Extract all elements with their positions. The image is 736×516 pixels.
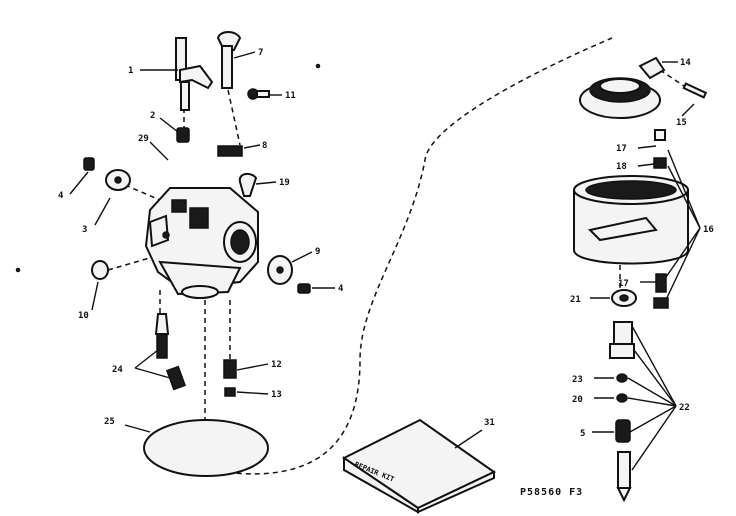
choke-lever-19-part xyxy=(238,172,258,197)
float-pin-15-part xyxy=(682,82,708,99)
callout-8: 8 xyxy=(262,141,267,151)
callout-12: 12 xyxy=(271,360,282,370)
screw-4-right-part xyxy=(297,283,311,294)
washer-23-part xyxy=(616,373,628,383)
stray-dot xyxy=(315,63,321,69)
callout-18: 18 xyxy=(616,162,627,172)
callout-4-right: 4 xyxy=(338,284,344,294)
gasket-9-part xyxy=(267,255,293,285)
callout-31: 31 xyxy=(484,418,495,428)
callout-16: 16 xyxy=(703,225,714,235)
callout-20: 20 xyxy=(572,395,583,405)
callout-9: 9 xyxy=(315,247,320,257)
figure-code: P58560 F3 xyxy=(520,487,583,498)
callout-5: 5 xyxy=(580,429,585,439)
spring-2-part xyxy=(176,127,190,143)
washer-3-part xyxy=(105,169,131,191)
callout-21: 21 xyxy=(570,295,581,305)
callout-17-top: 17 xyxy=(616,144,627,154)
clip-8-part xyxy=(217,145,243,157)
washer-21-part xyxy=(611,289,637,307)
assembly-boundary-dashed-line xyxy=(209,37,613,475)
callout-24: 24 xyxy=(112,365,123,375)
spring-5-part xyxy=(615,419,631,443)
float-14-part xyxy=(579,56,666,119)
callout-23: 23 xyxy=(572,375,583,385)
seat-12-part xyxy=(223,359,237,379)
choke-shaft-dashed-line xyxy=(227,89,241,146)
needle-valve-24-part xyxy=(154,313,187,391)
callout-19: 19 xyxy=(279,178,290,188)
nut-18-part xyxy=(653,157,667,169)
float-bowl-part xyxy=(573,175,689,265)
bowl-gasket-25-part xyxy=(143,419,269,477)
screw-17-lower-part xyxy=(653,273,669,309)
choke-shaft-part xyxy=(216,31,242,89)
callout-1: 1 xyxy=(128,66,133,76)
plug-10-part xyxy=(91,260,109,280)
callout-7: 7 xyxy=(258,48,263,58)
stray-dot xyxy=(15,267,21,273)
screw-11-part xyxy=(247,88,270,100)
carburetor-body-part xyxy=(144,187,259,299)
callout-10: 10 xyxy=(78,311,89,321)
callout-2: 2 xyxy=(150,111,155,121)
washer-13-part xyxy=(224,387,236,397)
repair-kit-31-part xyxy=(342,418,496,514)
callout-25: 25 xyxy=(104,417,115,427)
callout-4-left: 4 xyxy=(58,191,64,201)
callout-3: 3 xyxy=(82,225,87,235)
callout-22: 22 xyxy=(679,403,690,413)
bowl-screw-part xyxy=(616,451,632,503)
callout-11: 11 xyxy=(285,91,296,101)
callout-15: 15 xyxy=(676,118,687,128)
callout-29: 29 xyxy=(138,134,149,144)
callout-14: 14 xyxy=(680,58,691,68)
bowl-nut-part xyxy=(609,321,635,359)
throttle-shaft-part xyxy=(175,37,214,111)
callout-13: 13 xyxy=(271,390,282,400)
screw-4-left-part xyxy=(83,157,95,171)
washer-dashed-line xyxy=(124,184,161,201)
washer-20-part xyxy=(616,393,628,403)
screw-17-top-part xyxy=(654,129,666,141)
callout-17-lower: 17 xyxy=(618,279,629,289)
